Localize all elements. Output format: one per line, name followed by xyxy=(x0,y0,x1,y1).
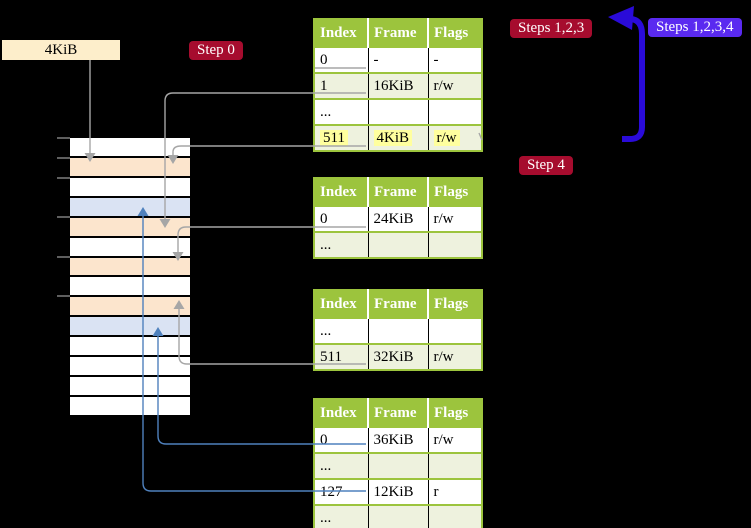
index-cell: 0 xyxy=(314,46,368,73)
step-4-badge: Step 4 xyxy=(519,156,573,175)
frame-cell xyxy=(367,504,428,528)
table-row-highlighted: 511 4KiB r/w xyxy=(314,124,482,151)
flags-cell: r/w xyxy=(427,124,482,151)
table-header-row: Index Frame Flags xyxy=(314,19,482,47)
column-header-frame: Frame xyxy=(367,399,428,427)
flags-cell: r/w xyxy=(427,343,482,370)
page-table-4: Index Frame Flags 0 36KiB r/w ... 127 12… xyxy=(313,398,483,528)
memory-stack xyxy=(70,138,190,415)
memory-stack-row xyxy=(70,217,190,238)
table-row: ... xyxy=(314,231,482,258)
index-cell: ... xyxy=(314,504,368,528)
column-header-index: Index xyxy=(314,399,368,427)
memory-stack-row xyxy=(70,277,190,298)
page-table-2: Index Frame Flags 0 24KiB r/w ... xyxy=(313,177,483,259)
highlighted-value: 4KiB xyxy=(373,129,413,146)
frame-cell: 12KiB xyxy=(367,478,428,505)
column-header-frame: Frame xyxy=(367,290,428,318)
flags-cell: - xyxy=(427,46,482,73)
flags-cell xyxy=(427,98,482,125)
table-row: ... xyxy=(314,504,482,528)
table-row: 0 36KiB r/w xyxy=(314,426,482,453)
highlighted-value: 511 xyxy=(320,129,348,146)
flags-cell: r/w xyxy=(427,426,482,453)
frame-cell: 36KiB xyxy=(367,426,428,453)
memory-stack-row xyxy=(70,377,190,397)
memory-stack-row xyxy=(70,337,190,358)
flags-cell: r xyxy=(427,478,482,505)
column-header-index: Index xyxy=(314,19,368,47)
column-header-frame: Frame xyxy=(367,178,428,206)
table-header-row: Index Frame Flags xyxy=(314,290,482,318)
column-header-flags: Flags xyxy=(427,399,482,427)
memory-stack-row xyxy=(70,257,190,278)
memory-stack-row xyxy=(70,138,190,158)
index-cell: 511 xyxy=(314,124,368,151)
index-cell: 511 xyxy=(314,343,368,370)
table-row: ... xyxy=(314,452,482,479)
frame-cell xyxy=(367,317,428,344)
recursive-mapping-arrowhead xyxy=(608,6,634,30)
frame-cell: 32KiB xyxy=(367,343,428,370)
memory-stack-row xyxy=(70,237,190,258)
index-cell: ... xyxy=(314,231,368,258)
table-row: 127 12KiB r xyxy=(314,478,482,505)
column-header-flags: Flags xyxy=(427,178,482,206)
steps-123-badge: Steps 1,2,3 xyxy=(510,19,593,38)
table-row: 0 24KiB r/w xyxy=(314,205,482,232)
frame-cell: 4KiB xyxy=(367,124,428,151)
memory-stack-row xyxy=(70,157,190,178)
column-header-flags: Flags xyxy=(427,290,482,318)
steps-1234-badge: Steps 1,2,3,4 xyxy=(648,18,742,37)
index-cell: 127 xyxy=(314,478,368,505)
frame-size-text: 4KiB xyxy=(44,41,78,58)
flags-cell xyxy=(427,504,482,528)
table-row: ... xyxy=(314,98,482,125)
column-header-flags: Flags xyxy=(427,19,482,47)
flags-cell xyxy=(427,317,482,344)
memory-stack-row xyxy=(70,396,190,415)
page-table-1: Index Frame Flags 0 - - 1 16KiB r/w ... … xyxy=(313,18,483,152)
frame-cell xyxy=(367,231,428,258)
step-0-badge: Step 0 xyxy=(189,41,243,60)
index-cell: ... xyxy=(314,452,368,479)
table-header-row: Index Frame Flags xyxy=(314,399,482,427)
table-row: 0 - - xyxy=(314,46,482,73)
page-table-3: Index Frame Flags ... 511 32KiB r/w xyxy=(313,289,483,371)
flags-cell: r/w xyxy=(427,205,482,232)
table-row: ... xyxy=(314,317,482,344)
column-header-index: Index xyxy=(314,290,368,318)
index-cell: 0 xyxy=(314,426,368,453)
column-header-frame: Frame xyxy=(367,19,428,47)
flags-cell xyxy=(427,231,482,258)
index-cell: ... xyxy=(314,98,368,125)
memory-stack-row xyxy=(70,357,190,378)
highlighted-value: r/w xyxy=(433,129,460,146)
memory-stack-row xyxy=(70,317,190,338)
frame-cell: 24KiB xyxy=(367,205,428,232)
index-cell: 0 xyxy=(314,205,368,232)
table-row: 1 16KiB r/w xyxy=(314,72,482,99)
index-cell: 1 xyxy=(314,72,368,99)
memory-stack-row xyxy=(70,177,190,198)
memory-stack-row xyxy=(70,297,190,318)
frame-cell: - xyxy=(367,46,428,73)
table-header-row: Index Frame Flags xyxy=(314,178,482,206)
table-row: 511 32KiB r/w xyxy=(314,343,482,370)
frame-cell xyxy=(367,452,428,479)
recursive-mapping-arrow xyxy=(622,16,645,142)
frame-cell: 16KiB xyxy=(367,72,428,99)
index-cell: ... xyxy=(314,317,368,344)
frame-size-label: 4KiB xyxy=(2,40,120,60)
flags-cell xyxy=(427,452,482,479)
flags-cell: r/w xyxy=(427,72,482,99)
column-header-index: Index xyxy=(314,178,368,206)
memory-stack-row xyxy=(70,197,190,218)
frame-cell xyxy=(367,98,428,125)
